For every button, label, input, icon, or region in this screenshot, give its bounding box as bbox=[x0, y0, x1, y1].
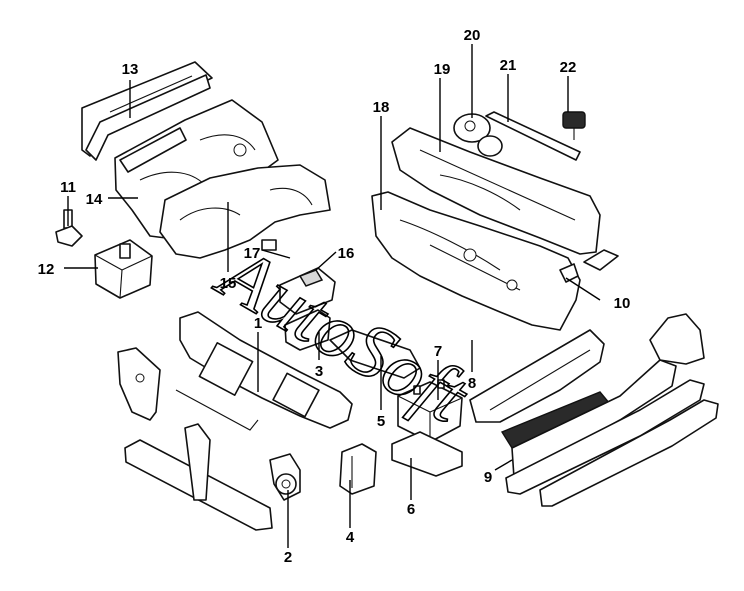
callout-20: 20 bbox=[464, 27, 481, 44]
callout-1: 1 bbox=[254, 315, 262, 332]
callout-13: 13 bbox=[122, 61, 139, 78]
callout-labels: 1 2 3 4 5 6 7 8 9 10 11 12 13 14 15 16 1… bbox=[38, 27, 631, 566]
callout-14: 14 bbox=[86, 191, 103, 208]
part-19-cowl-top bbox=[391, 127, 601, 255]
callout-6: 6 bbox=[407, 501, 415, 518]
callout-12: 12 bbox=[38, 261, 55, 278]
callout-15: 15 bbox=[220, 275, 237, 292]
part-13-upper-panel bbox=[81, 61, 213, 161]
callout-3: 3 bbox=[315, 363, 323, 380]
part-8-fender-rail bbox=[469, 329, 605, 423]
part-9-side-member bbox=[500, 359, 705, 495]
callout-21: 21 bbox=[500, 57, 517, 74]
part-1-radiator-support bbox=[175, 311, 353, 431]
callout-19: 19 bbox=[434, 61, 451, 78]
part-12-mount-block bbox=[94, 239, 153, 299]
callout-5: 5 bbox=[377, 413, 385, 430]
callout-17: 17 bbox=[244, 245, 261, 262]
part-18-dash-panel bbox=[371, 191, 581, 331]
part-11-bracket bbox=[55, 209, 83, 247]
callout-4: 4 bbox=[346, 529, 355, 546]
part-strut-tower-bracket bbox=[649, 313, 705, 365]
part-left-side-bracket bbox=[117, 347, 161, 421]
callout-8: 8 bbox=[468, 375, 476, 392]
part-21-linkage-rod bbox=[485, 111, 581, 161]
part-lower-crossmember bbox=[124, 423, 273, 531]
part-22-pivot bbox=[562, 111, 586, 140]
part-5-tray bbox=[329, 329, 421, 379]
leader-lines bbox=[64, 44, 601, 548]
part-6-battery-tray bbox=[391, 431, 463, 477]
part-10-bracket bbox=[559, 249, 619, 283]
part-2-horn bbox=[269, 453, 301, 501]
part-outer-rail bbox=[539, 399, 719, 507]
callout-10: 10 bbox=[614, 295, 631, 312]
callout-11: 11 bbox=[60, 179, 76, 196]
part-15-front-inner-panel bbox=[159, 164, 331, 259]
callout-2: 2 bbox=[284, 549, 292, 566]
callout-7: 7 bbox=[434, 343, 442, 360]
part-4-relay-box bbox=[339, 443, 377, 495]
callout-22: 22 bbox=[560, 59, 577, 76]
callout-16: 16 bbox=[338, 245, 355, 262]
callout-18: 18 bbox=[373, 99, 390, 116]
callout-9: 9 bbox=[484, 469, 492, 486]
part-7-battery bbox=[397, 379, 463, 443]
